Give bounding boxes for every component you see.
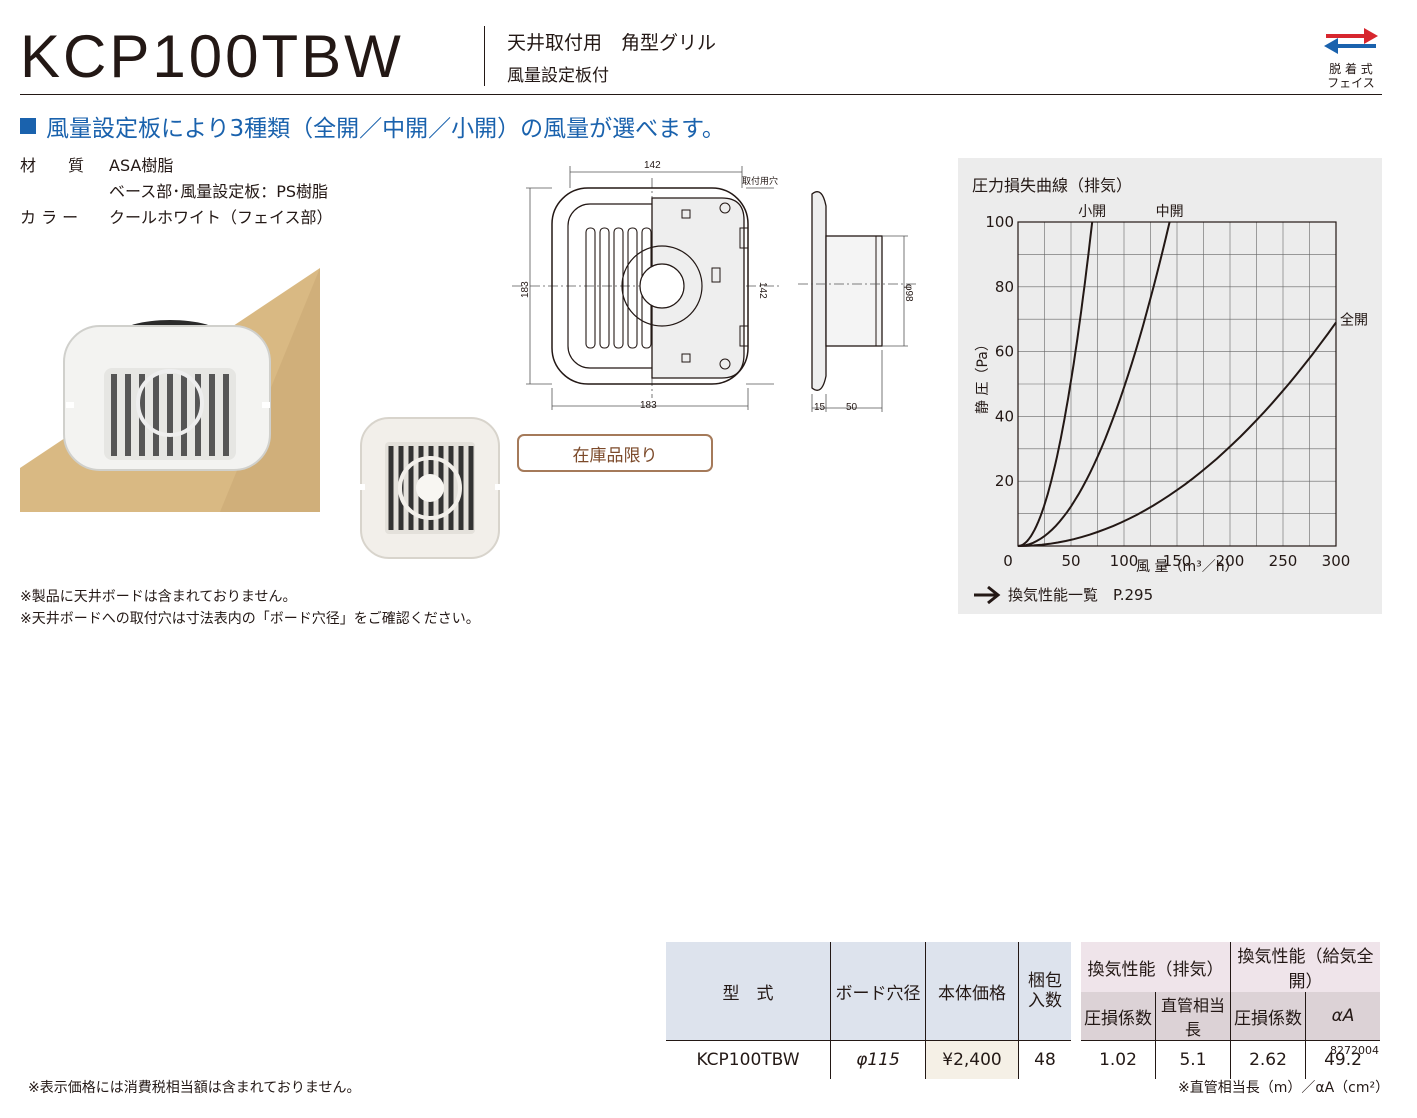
detachable-face-badge: 脱 着 式 フェイス (1318, 24, 1384, 90)
spec-key: 材 質 (20, 156, 85, 175)
spec-row-base-material: ベース部･風量設定板：PS樹脂 (20, 179, 420, 205)
col-header-loss-coef-supply: 圧損係数 (1230, 992, 1306, 1041)
curve-mid-open (1017, 221, 1171, 547)
x-axis-label: 風 量（m³／h） (1136, 559, 1239, 575)
cell-equiv-length: 5.1 (1155, 1040, 1231, 1079)
spec-key: カ ラ ー (20, 208, 79, 227)
y-tick-label: 60 (995, 343, 1014, 361)
spec-value: ASA樹脂 (109, 156, 174, 175)
x-tick-label: 100 (1110, 552, 1139, 570)
spec-value: クールホワイト（フェイス部） (109, 208, 333, 227)
performance-link-text: 換気性能一覧 P.295 (1008, 586, 1154, 604)
footer-units-note: ※直管相当長（m）／αA（cm²） (1178, 1080, 1390, 1096)
cell-qty: 48 (1034, 1049, 1056, 1070)
cell-board-hole: φ115 (830, 1040, 926, 1079)
col-header-alpha-a: αA (1305, 992, 1380, 1041)
y-tick-label: 20 (995, 472, 1014, 490)
spacer (1071, 992, 1081, 1041)
dimension-drawing-side: 15 50 φ98 (798, 191, 916, 413)
dim-left-label: 183 (520, 281, 531, 298)
dim-phi-label: φ98 (903, 284, 914, 302)
headline-square-icon (20, 118, 36, 134)
x-tick-label: 200 (1216, 552, 1245, 570)
spec-row-color: カ ラ ー クールホワイト（フェイス部） (20, 205, 420, 231)
col-header-exhaust: 換気性能（排気） (1081, 942, 1231, 992)
feature-headline: 風量設定板により3種類（全開／中開／小開）の風量が選べます。 (20, 109, 725, 143)
curve-small-open (1017, 221, 1094, 547)
cell-model: KCP100TBW (666, 1040, 831, 1079)
cell-loss-coef-supply: 2.62 (1230, 1040, 1306, 1079)
dim-depth-15: 15 (814, 402, 826, 413)
detach-arrows-icon (1324, 28, 1378, 54)
qty-header-line2: 入数 (1028, 991, 1062, 1011)
x-tick-label: 300 (1322, 552, 1351, 570)
footer-tax-note: ※表示価格には消費税相当額は含まれておりません。 (28, 1080, 361, 1096)
spec-list: 材 質 ASA樹脂 ベース部･風量設定板：PS樹脂 カ ラ ー クールホワイト（… (20, 153, 420, 233)
subtitle-mounting: 天井取付用 角型グリル (507, 32, 717, 54)
spacer (1071, 942, 1081, 992)
y-tick-label: 80 (995, 278, 1014, 296)
cell-price: ¥2,400 (925, 1040, 1019, 1079)
catalog-code: 8272004 (1330, 1044, 1379, 1057)
model-title: KCP100TBW (20, 23, 404, 90)
product-photo-grille (359, 417, 501, 559)
curve-full-open (1017, 321, 1337, 547)
y-tick-label: 100 (985, 213, 1014, 231)
col-header-loss-coef: 圧損係数 (1081, 992, 1156, 1041)
dim-right-label: 142 (757, 282, 768, 299)
header-rule (20, 94, 1382, 95)
product-photo-installed (20, 268, 320, 512)
col-header-equiv-length: 直管相当長 (1155, 992, 1231, 1041)
y-axis-label: 静 圧（Pa） (975, 337, 991, 414)
dim-depth-50: 50 (846, 402, 858, 413)
dim-bottom-label: 183 (640, 400, 657, 411)
arrow-right-icon (974, 585, 1001, 604)
stock-limited-badge: 在庫品限り (517, 434, 713, 472)
x-tick-label: 0 (1003, 552, 1013, 570)
series-label: 小開 (1078, 204, 1106, 220)
pressure-loss-chart-panel: 圧力損失曲線（排気） 20 40 60 80 100 0 50 100 150 200 250 30… (958, 158, 1382, 614)
x-tick-label: 150 (1163, 552, 1192, 570)
col-header-model: 型 式 (666, 942, 831, 1041)
y-tick-label: 40 (995, 407, 1014, 425)
note-board: ※製品に天井ボードは含まれておりません。 (20, 589, 297, 605)
chart-title: 圧力損失曲線（排気） (972, 176, 1133, 195)
cell-loss-coef: 1.02 (1081, 1040, 1156, 1079)
x-tick-label: 250 (1269, 552, 1298, 570)
product-spec-table: 型 式 ボード穴径 本体価格 梱包 入数 換気性能（排気） 換気性能（給気全開）… (666, 942, 1380, 1079)
spec-row-material: 材 質 ASA樹脂 (20, 153, 420, 179)
dimension-drawing-front: 142 183 142 183 取付用穴 (512, 160, 782, 411)
x-tick-label: 50 (1061, 552, 1080, 570)
spacer (1071, 1041, 1081, 1079)
subtitle-feature: 風量設定板付 (507, 66, 609, 86)
series-label: 中開 (1156, 204, 1184, 220)
qty-header-line1: 梱包 (1028, 971, 1062, 991)
col-header-board-hole: ボード穴径 (830, 942, 926, 1041)
mounting-hole-label: 取付用穴 (742, 175, 778, 187)
badge-line1: 脱 着 式 (1329, 62, 1373, 76)
spec-value: ベース部･風量設定板：PS樹脂 (109, 182, 329, 201)
header-divider (484, 26, 485, 86)
performance-link[interactable]: 換気性能一覧 P.295 (972, 584, 1153, 605)
series-label: 全開 (1340, 311, 1368, 328)
headline-text: 風量設定板により3種類（全開／中開／小開）の風量が選べます。 (46, 116, 725, 142)
cell-alpha-a: 49.2 (1324, 1049, 1362, 1070)
note-mounting-hole: ※天井ボードへの取付穴は寸法表内の「ボード穴径」をご確認ください。 (20, 611, 480, 627)
badge-line2: フェイス (1327, 76, 1375, 90)
dim-top-label: 142 (644, 160, 661, 171)
col-header-price: 本体価格 (925, 942, 1019, 1041)
col-header-supply: 換気性能（給気全開） (1230, 942, 1380, 992)
col-header-qty: 梱包 入数 (1018, 942, 1071, 1041)
